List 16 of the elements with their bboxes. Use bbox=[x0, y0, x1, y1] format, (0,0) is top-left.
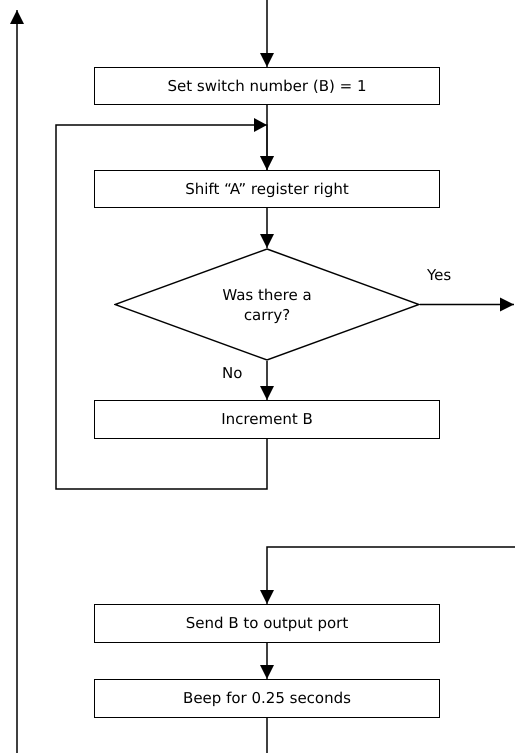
process-box: Send B to output port bbox=[94, 604, 440, 643]
decision-diamond bbox=[114, 248, 420, 361]
process-box: Set switch number (B) = 1 bbox=[94, 67, 440, 105]
process-box: Beep for 0.25 seconds bbox=[94, 679, 440, 718]
arrow bbox=[260, 643, 274, 679]
arrow bbox=[260, 361, 274, 400]
edge-label: No bbox=[222, 366, 242, 381]
arrow bbox=[260, 208, 274, 248]
process-box: Increment B bbox=[94, 400, 440, 439]
arrow bbox=[55, 118, 274, 490]
arrow bbox=[260, 546, 515, 604]
decision-text: Was there a carry? bbox=[221, 284, 313, 324]
process-box: Shift “A” register right bbox=[94, 170, 440, 208]
arrow bbox=[420, 298, 514, 312]
edge-label: Yes bbox=[427, 268, 452, 283]
arrow bbox=[260, 0, 274, 67]
